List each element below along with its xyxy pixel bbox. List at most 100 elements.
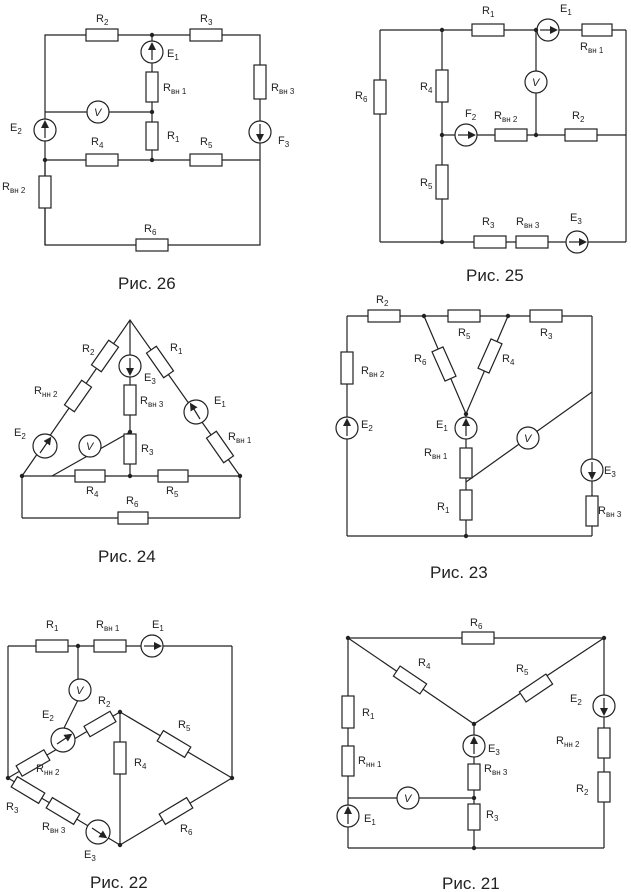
fig22-label-rnn2: Rнн 2	[36, 763, 60, 777]
fig22-caption: Рис. 22	[90, 873, 148, 892]
fig25-label-rvn1: Rвн 1	[580, 41, 604, 55]
fig22-resistor-r4	[113, 741, 127, 775]
fig25-label-r5: R5	[420, 177, 433, 191]
fig26-label-rvn2: Rвн 2	[2, 181, 26, 195]
fig24-resistor-r2	[90, 339, 120, 373]
fig22-label-r3: R3	[6, 801, 19, 815]
fig25-label-e1: E1	[560, 3, 572, 17]
fig24-label-r1-top: R1	[170, 342, 183, 356]
fig23-voltmeter-label: V	[524, 433, 533, 445]
fig22-voltmeter	[68, 678, 92, 702]
fig25-label-e3: E3	[570, 212, 582, 226]
fig23-label-e3: E3	[604, 465, 616, 479]
fig24-label-rvn3: Rвн 3	[140, 395, 164, 409]
fig26-label-e1: E1	[167, 48, 179, 62]
fig21-resistor-rvn3	[467, 763, 481, 791]
fig26-label-r6: R6	[144, 223, 157, 237]
fig22-label-r4: R4	[134, 757, 147, 771]
fig24-voltmeter	[78, 434, 102, 458]
fig21-resistor-r1	[341, 695, 355, 729]
fig23-resistor-r2	[367, 309, 401, 323]
fig25-label-rvn3: Rвн 3	[516, 216, 540, 230]
fig21-resistor-r6	[461, 631, 495, 645]
fig24-resistor-rnn2	[63, 379, 93, 413]
fig22-label-r6: R6	[180, 823, 193, 837]
fig24-resistor-r4	[74, 469, 106, 483]
fig22-label-e1: E1	[152, 619, 164, 633]
fig23-label-rvn1: Rвн 1	[424, 447, 448, 461]
fig23-label-rvn3: Rвн 3	[598, 505, 622, 519]
fig21-label-e2: E2	[570, 693, 582, 707]
fig26-label-r2: R2	[96, 13, 109, 27]
fig24-caption: Рис. 24	[98, 547, 156, 566]
fig22-resistor-r2	[83, 710, 117, 738]
fig23-resistor-r5	[447, 309, 481, 323]
fig22-label-e2: E2	[42, 709, 54, 723]
fig26-label-r3: R3	[200, 13, 213, 27]
fig24-resistor-r6	[117, 511, 149, 525]
figure-23: V R2 R5 R3 R6 R4 Rвн 2 E2 E1 Rвн 1 E3 R1…	[335, 294, 622, 582]
fig23-label-r1: R1	[437, 501, 450, 515]
fig23-caption: Рис. 23	[430, 563, 488, 582]
fig21-voltmeter	[396, 786, 420, 810]
fig25-resistor-rvn3	[515, 235, 549, 249]
fig26-resistor-r3	[189, 28, 223, 42]
fig21-resistor-rnn1	[341, 745, 355, 777]
fig21-label-r1: R1	[362, 707, 375, 721]
fig21-label-r5: R5	[516, 663, 529, 677]
fig23-voltmeter	[516, 426, 540, 450]
fig26-resistor-r2	[85, 28, 119, 42]
fig25-resistor-rvn2	[494, 128, 528, 142]
fig21-resistor-rnn2	[597, 727, 611, 759]
fig23-resistor-rvn3	[585, 495, 599, 527]
fig21-label-r4: R4	[418, 657, 431, 671]
fig22-label-r2: R2	[98, 695, 111, 709]
fig22-label-r1: R1	[46, 619, 59, 633]
fig24-label-e3: E3	[144, 372, 156, 386]
fig22-label-e3: E3	[84, 849, 96, 863]
fig25-label-rvn2: Rвн 2	[494, 110, 518, 124]
fig25-resistor-r5	[435, 164, 449, 200]
fig22-resistor-r6	[158, 796, 194, 826]
fig23-label-r4: R4	[502, 353, 515, 367]
fig21-resistor-r5	[518, 673, 554, 703]
figure-21: V R6 R4 R5 E2 R1 E3 Rнн 2 Rнн 1 Rвн 3 R2…	[336, 617, 616, 892]
fig26-resistor-r1	[145, 121, 159, 151]
fig25-resistor-r2	[564, 128, 598, 142]
fig22-resistor-r3	[10, 775, 46, 805]
fig26-voltmeter-label: V	[94, 107, 103, 119]
fig21-voltmeter-label: V	[404, 793, 413, 805]
fig21-label-rnn2: Rнн 2	[556, 735, 580, 749]
fig21-label-r3: R3	[486, 809, 499, 823]
fig26-resistor-r4	[85, 153, 119, 167]
fig24-voltmeter-label: V	[86, 441, 95, 453]
fig21-label-rnn1: Rнн 1	[358, 755, 382, 769]
fig22-voltmeter-label: V	[76, 685, 85, 697]
fig26-resistor-r5	[189, 153, 223, 167]
fig24-resistor-r1-top	[145, 345, 175, 379]
fig23-resistor-r1	[459, 489, 473, 521]
fig25-resistor-r1	[471, 23, 505, 37]
fig26-label-r1: R1	[167, 130, 180, 144]
fig25-voltmeter-label: V	[532, 77, 541, 89]
fig23-resistor-r4	[477, 338, 503, 374]
fig22-resistor-rvn3	[45, 796, 81, 826]
fig25-resistor-r3	[473, 235, 507, 249]
fig24-resistor-r3	[123, 433, 137, 465]
fig24-label-r5: R5	[166, 485, 179, 499]
fig26-label-r5: R5	[200, 136, 213, 150]
fig24-label-r6: R6	[126, 495, 139, 509]
fig22-label-rvn3: Rвн 3	[42, 821, 66, 835]
fig24-label-rnn2: Rнн 2	[34, 385, 58, 399]
fig25-resistor-r6	[373, 79, 387, 115]
fig25-label-r2: R2	[572, 110, 585, 124]
fig23-resistor-rvn1	[459, 447, 473, 479]
figure-25: V R1 E1 Rвн 1 R6 R4 F2 Rвн 2 R2 R5 R3 Rв…	[355, 3, 627, 285]
fig25-resistor-rvn1	[581, 23, 613, 37]
fig24-resistor-rvn3	[123, 384, 137, 416]
fig22-resistor-rnn2	[15, 748, 51, 778]
fig26-resistor-rvn3	[253, 64, 267, 100]
fig21-label-e1: E1	[364, 813, 376, 827]
fig21-label-r2: R2	[576, 783, 589, 797]
fig23-label-r5: R5	[458, 327, 471, 341]
